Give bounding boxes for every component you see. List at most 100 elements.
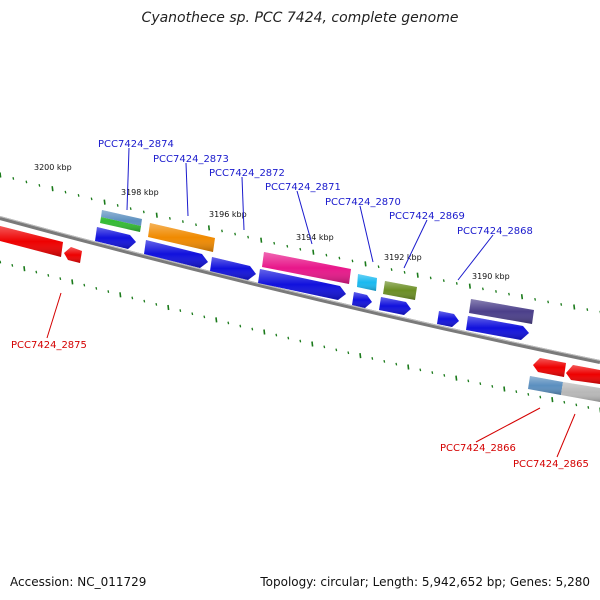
scale-tick bbox=[364, 261, 367, 267]
scale-tick bbox=[587, 406, 590, 409]
gene-label-2868[interactable]: PCC7424_2868 bbox=[457, 226, 533, 237]
scale-tick bbox=[575, 403, 578, 407]
scale-tick bbox=[534, 297, 537, 301]
scale-tick bbox=[263, 329, 266, 335]
cds-arrow[interactable] bbox=[95, 227, 136, 249]
scale-tick bbox=[155, 212, 158, 218]
scale-labels: 3200 kbp 3198 kbp 3196 kbp 3194 kbp 3192… bbox=[34, 163, 510, 281]
scale-tick bbox=[416, 272, 419, 278]
genome-summary-text: Topology: circular; Length: 5,942,652 bp… bbox=[259, 575, 590, 589]
scale-tick bbox=[260, 237, 263, 243]
gene-label-2873[interactable]: PCC7424_2873 bbox=[153, 154, 229, 165]
cds-row-reverse bbox=[0, 226, 600, 402]
gene-label-2874[interactable]: PCC7424_2874 bbox=[98, 139, 174, 150]
scale-tick bbox=[273, 241, 276, 245]
scale-tick bbox=[442, 279, 445, 283]
scale-tick bbox=[25, 180, 28, 184]
scale-tick bbox=[429, 276, 432, 280]
cds-arrow[interactable] bbox=[379, 297, 411, 315]
gene-feature-2868[interactable] bbox=[469, 299, 534, 324]
scale-tick bbox=[142, 210, 145, 214]
scale-tick bbox=[143, 299, 146, 303]
gene-feature-2871[interactable] bbox=[262, 252, 351, 284]
scale-tick bbox=[275, 333, 278, 337]
scale-label-3200: 3200 kbp bbox=[34, 163, 72, 172]
gene-label-2865[interactable]: PCC7424_2865 bbox=[513, 459, 589, 470]
scale-tick bbox=[239, 324, 242, 328]
scale-tick bbox=[383, 359, 386, 363]
scale-tick bbox=[479, 382, 482, 386]
scale-tick bbox=[103, 199, 106, 205]
cds-arrow[interactable] bbox=[144, 240, 208, 268]
scale-tick bbox=[203, 315, 206, 319]
gene-label-2871[interactable]: PCC7424_2871 bbox=[265, 182, 341, 193]
scale-tick bbox=[547, 300, 550, 304]
gene-feature-2873[interactable] bbox=[148, 223, 215, 252]
scale-tick bbox=[403, 270, 406, 274]
scale-tick bbox=[390, 268, 393, 271]
gene-feature-2870[interactable] bbox=[357, 274, 377, 291]
scale-tick bbox=[299, 247, 302, 251]
scale-tick bbox=[11, 263, 14, 267]
gene-feature-2874[interactable] bbox=[100, 210, 142, 232]
scale-tick bbox=[207, 225, 211, 231]
gene-feature-2865[interactable] bbox=[561, 382, 600, 402]
scale-tick bbox=[131, 296, 134, 300]
scale-tick bbox=[12, 177, 15, 180]
scale-label-3198: 3198 kbp bbox=[121, 188, 159, 197]
scale-tick bbox=[227, 321, 230, 325]
cds-arrow[interactable] bbox=[210, 257, 256, 280]
cds-arrow[interactable] bbox=[352, 292, 372, 308]
gene-label-2869[interactable]: PCC7424_2869 bbox=[389, 211, 465, 222]
feature-row-upper bbox=[100, 210, 534, 324]
scale-label-3196: 3196 kbp bbox=[209, 210, 247, 219]
scale-label-3194: 3194 kbp bbox=[296, 233, 334, 242]
scale-tick bbox=[47, 273, 50, 277]
scale-tick bbox=[468, 283, 471, 289]
cds-row-forward bbox=[95, 227, 529, 340]
scale-tick bbox=[560, 303, 563, 306]
scale-tick bbox=[0, 260, 2, 264]
scale-tick bbox=[407, 364, 410, 370]
cds-arrow-reverse[interactable] bbox=[64, 247, 82, 263]
scale-tick bbox=[351, 259, 354, 263]
scale-tick bbox=[221, 229, 223, 233]
scale-tick bbox=[215, 317, 218, 323]
gene-label-2870[interactable]: PCC7424_2870 bbox=[325, 197, 401, 208]
gene-label-2872[interactable]: PCC7424_2872 bbox=[209, 168, 285, 179]
scale-tick bbox=[347, 351, 350, 355]
scale-tick bbox=[129, 207, 132, 211]
scale-label-3192: 3192 kbp bbox=[384, 253, 422, 262]
gene-label-2875[interactable]: PCC7424_2875 bbox=[11, 340, 87, 351]
scale-tick bbox=[312, 249, 315, 255]
genome-backbone bbox=[0, 216, 600, 364]
scale-tick bbox=[251, 327, 254, 331]
scale-tick bbox=[299, 339, 302, 343]
gene-feature-2866[interactable] bbox=[528, 376, 563, 395]
scale-tick bbox=[286, 244, 289, 248]
scale-tick bbox=[515, 390, 518, 394]
scale-tick bbox=[181, 220, 184, 223]
scale-tick bbox=[179, 309, 182, 312]
scale-tick bbox=[35, 270, 38, 274]
gene-feature-2869[interactable] bbox=[383, 281, 417, 300]
cds-arrow-reverse[interactable] bbox=[533, 358, 566, 377]
cds-arrow[interactable] bbox=[437, 311, 459, 327]
scale-tick bbox=[59, 277, 62, 281]
cds-arrow-reverse[interactable] bbox=[566, 365, 600, 384]
scale-tick bbox=[95, 286, 98, 290]
gene-labels: PCC7424_2874 PCC7424_2873 PCC7424_2872 P… bbox=[11, 139, 589, 470]
scale-tick bbox=[71, 279, 74, 285]
scale-tick bbox=[481, 287, 484, 291]
scale-tick bbox=[455, 375, 458, 381]
scale-tick bbox=[573, 304, 576, 310]
cds-arrow[interactable] bbox=[466, 316, 529, 340]
gene-label-2866[interactable]: PCC7424_2866 bbox=[440, 443, 516, 454]
cds-arrow-reverse[interactable] bbox=[0, 226, 63, 257]
scale-tick bbox=[116, 204, 119, 207]
cds-arrow[interactable] bbox=[258, 269, 346, 300]
scale-tick bbox=[338, 256, 341, 260]
scale-tick bbox=[395, 362, 398, 366]
scale-tick bbox=[90, 197, 93, 201]
